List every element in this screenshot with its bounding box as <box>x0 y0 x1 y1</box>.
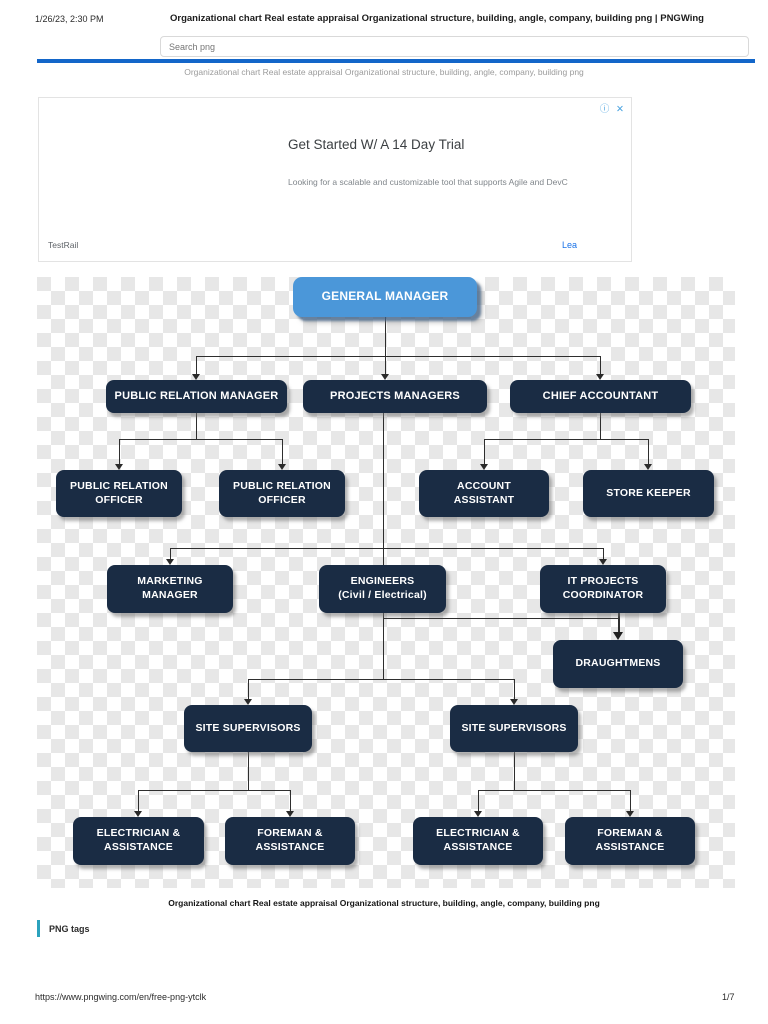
png-image-canvas: GENERAL MANAGER PUBLIC RELATION MANAGER PR… <box>37 277 735 888</box>
org-node-site-supervisors-1: SITE SUPERVISORS <box>184 705 312 752</box>
org-connector-line <box>119 439 120 465</box>
search-input[interactable] <box>160 36 749 57</box>
ad-learn-more-link[interactable]: Lea <box>562 240 578 250</box>
org-connector-line <box>603 548 604 560</box>
png-tags-heading: PNG tags <box>49 923 90 934</box>
org-node-chief-accountant: CHIEF ACCOUNTANT <box>510 380 691 413</box>
org-connector-line <box>385 317 386 356</box>
org-connector-line <box>383 613 384 679</box>
org-connector-arrowhead <box>613 632 623 640</box>
org-node-foreman-assistance-1: FOREMAN &ASSISTANCE <box>225 817 355 865</box>
org-connector-arrowhead <box>278 464 286 470</box>
org-connector-line <box>514 679 515 700</box>
footer-page-indicator: 1/7 <box>722 992 735 1002</box>
org-connector-line <box>648 439 649 465</box>
print-timestamp: 1/26/23, 2:30 PM <box>35 14 104 24</box>
org-connector-line <box>484 439 649 440</box>
org-connector-arrowhead <box>192 374 200 380</box>
org-connector-line <box>170 548 171 560</box>
org-connector-line <box>383 413 384 565</box>
org-node-electrician-assistance-1: ELECTRICIAN &ASSISTANCE <box>73 817 204 865</box>
ad-banner[interactable]: ⓘ ✕ Get Started W/ A 14 Day Trial Lookin… <box>38 97 632 262</box>
org-connector-line <box>290 790 291 812</box>
org-connector-line <box>248 679 249 700</box>
footer-url: https://www.pngwing.com/en/free-png-ytcl… <box>35 992 207 1002</box>
org-connector-line <box>138 790 139 812</box>
org-node-foreman-assistance-2: FOREMAN &ASSISTANCE <box>565 817 695 865</box>
org-connector-arrowhead <box>134 811 142 817</box>
org-node-site-supervisors-2: SITE SUPERVISORS <box>450 705 578 752</box>
page-title: Organizational chart Real estate apprais… <box>170 13 704 24</box>
org-node-electrician-assistance-2: ELECTRICIAN &ASSISTANCE <box>413 817 543 865</box>
org-connector-line <box>248 752 249 790</box>
tags-accent-bar <box>37 920 40 937</box>
ad-body-text: Looking for a scalable and customizable … <box>288 177 568 187</box>
accent-divider-bar <box>37 59 755 63</box>
org-connector-arrowhead <box>644 464 652 470</box>
org-connector-line <box>630 790 631 812</box>
org-connector-line <box>618 613 620 633</box>
org-connector-line <box>478 790 631 791</box>
org-connector-arrowhead <box>599 559 607 565</box>
org-connector-line <box>484 439 485 465</box>
image-caption: Organizational chart Real estate apprais… <box>168 898 600 908</box>
org-connector-line <box>196 356 601 357</box>
org-connector-line <box>119 439 283 440</box>
org-connector-line <box>385 356 386 375</box>
ad-advertiser-name: TestRail <box>48 240 79 250</box>
org-connector-arrowhead <box>596 374 604 380</box>
org-connector-arrowhead <box>115 464 123 470</box>
org-node-projects-managers: PROJECTS MANAGERS <box>303 380 487 413</box>
org-connector-line <box>282 439 283 465</box>
ad-close-icon[interactable]: ✕ <box>616 104 626 115</box>
page-subtitle: Organizational chart Real estate apprais… <box>184 67 584 77</box>
org-connector-line <box>170 548 604 549</box>
org-connector-line <box>196 356 197 375</box>
org-connector-arrowhead <box>166 559 174 565</box>
org-node-general-manager: GENERAL MANAGER <box>293 277 477 317</box>
org-connector-line <box>600 413 601 439</box>
org-connector-arrowhead <box>381 374 389 380</box>
org-connector-arrowhead <box>510 699 518 705</box>
org-connector-line <box>478 790 479 812</box>
png-tags-section: PNG tags <box>37 920 90 937</box>
org-connector-arrowhead <box>286 811 294 817</box>
org-node-engineers: ENGINEERS(Civil / Electrical) <box>319 565 446 613</box>
ad-headline: Get Started W/ A 14 Day Trial <box>288 137 465 152</box>
org-connector-arrowhead <box>480 464 488 470</box>
org-connector-arrowhead <box>474 811 482 817</box>
org-connector-line <box>248 679 515 680</box>
org-connector-line <box>600 356 601 375</box>
ad-controls: ⓘ ✕ <box>600 101 626 115</box>
org-connector-line <box>138 790 291 791</box>
org-node-store-keeper: STORE KEEPER <box>583 470 714 517</box>
org-connector-arrowhead <box>626 811 634 817</box>
org-node-draughtmens: DRAUGHTMENS <box>553 640 683 688</box>
org-connector-line <box>196 413 197 439</box>
org-connector-line <box>383 618 619 619</box>
org-node-public-relation-manager: PUBLIC RELATION MANAGER <box>106 380 287 413</box>
org-connector-arrowhead <box>244 699 252 705</box>
adchoices-info-icon[interactable]: ⓘ <box>599 104 612 115</box>
org-connector-line <box>514 752 515 790</box>
